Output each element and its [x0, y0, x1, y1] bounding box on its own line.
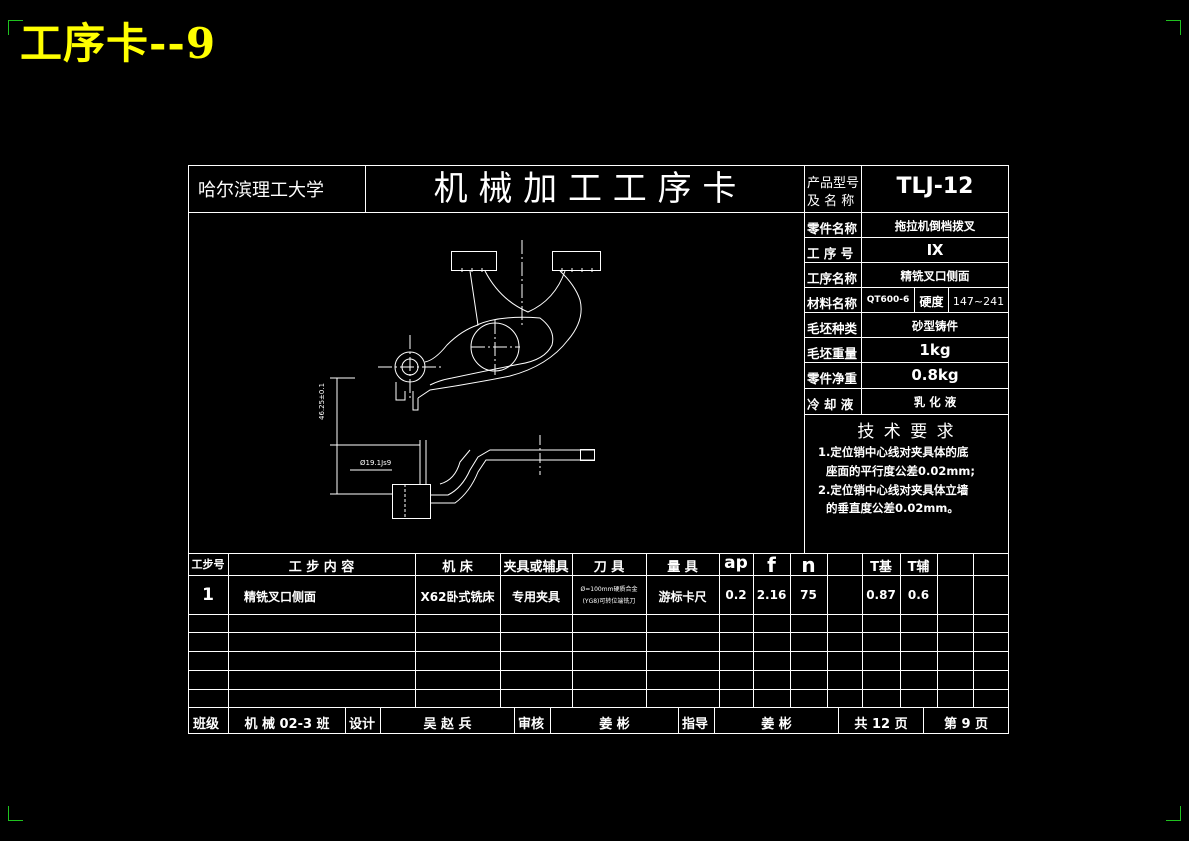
- info-value: 砂型铸件: [912, 319, 958, 333]
- info-label: 工 序 号: [807, 246, 854, 261]
- hardness-value: 147~241: [952, 295, 1005, 308]
- table-header-cell: 机 床: [442, 560, 473, 575]
- corner-mark-bottom-right: [1166, 806, 1181, 821]
- product-label-line1: 产品型号: [807, 176, 860, 191]
- tool-description: Ø=100mm硬质合金: [580, 586, 638, 593]
- footer-page-number: 第 9 页: [943, 717, 989, 732]
- dimension-vertical: 46.25±0.1: [318, 382, 326, 420]
- corner-mark-bottom-left: [8, 806, 23, 821]
- table-header-cell: ap: [724, 553, 748, 573]
- dimension-diameter: Ø19.1Js9: [360, 459, 392, 467]
- info-value: 0.8kg: [911, 366, 959, 384]
- info-label: 零件名称: [807, 221, 858, 236]
- footer-design-value: 吴 赵 兵: [423, 717, 472, 732]
- table-header-cell: 工 步 内 容: [288, 560, 355, 575]
- hardness-label: 硬度: [919, 295, 944, 309]
- footer-total-pages: 共 12 页: [854, 717, 908, 732]
- table-header-cell: T基: [870, 560, 892, 575]
- info-value: 精铣叉口侧面: [900, 269, 970, 283]
- school-name: 哈尔滨理工大学: [198, 180, 324, 201]
- table-row-cell: 1: [202, 585, 214, 605]
- info-value: 1kg: [919, 341, 951, 359]
- info-label: 毛坯重量: [807, 346, 858, 361]
- corner-mark-top-left: [8, 20, 23, 35]
- table-row-cell: 专用夹具: [511, 590, 560, 604]
- footer-guide-label: 指导: [682, 717, 709, 732]
- info-value: Ⅸ: [926, 241, 944, 259]
- tech-line-3: 2.定位销中心线对夹具体立墙: [818, 483, 969, 497]
- info-label: 零件净重: [807, 371, 858, 386]
- table-row-cell: 0.2: [725, 588, 747, 602]
- footer-guide-value: 姜 彬: [761, 717, 792, 732]
- table-row-cell: X62卧式铣床: [420, 590, 495, 604]
- card-title: 机 械 加 工 工 序 卡: [433, 169, 737, 209]
- table-header-cell: 工步号: [191, 558, 225, 571]
- table-header-cell: T辅: [907, 560, 930, 575]
- table-row-cell: 精铣叉口侧面: [244, 590, 317, 604]
- tech-requirements-title: 技 术 要 求: [857, 422, 956, 442]
- table-header-cell: f: [767, 553, 776, 577]
- table-header-cell: 夹具或辅具: [503, 560, 569, 575]
- tech-line-1: 1.定位销中心线对夹具体的底: [818, 445, 969, 459]
- info-value: 拖拉机倒档拨叉: [894, 219, 976, 233]
- table-header-cell: 量 具: [667, 560, 698, 575]
- info-value: QT600-6: [866, 295, 910, 305]
- table-row-cell: 游标卡尺: [658, 590, 707, 604]
- info-label: 工序名称: [807, 271, 858, 286]
- info-value: 乳 化 液: [913, 395, 957, 409]
- info-label: 毛坯种类: [807, 321, 858, 336]
- tech-line-2: 座面的平行度公差0.02mm;: [818, 464, 975, 478]
- corner-mark-top-right: [1166, 20, 1181, 35]
- footer-class-value: 机 械 02-3 班: [244, 717, 330, 732]
- table-header-cell: 刀 具: [593, 560, 625, 575]
- product-model: TLJ-12: [896, 174, 974, 199]
- table-row-cell: 0.87: [866, 588, 896, 602]
- table-row-cell: 0.6: [907, 588, 930, 602]
- info-label: 材料名称: [807, 296, 858, 311]
- table-header-cell: n: [801, 553, 816, 577]
- page-title: 工序卡--9: [20, 19, 217, 68]
- tech-line-4: 的垂直度公差0.02mm。: [818, 501, 959, 515]
- footer-review-label: 审核: [518, 717, 545, 732]
- footer-review-value: 姜 彬: [599, 717, 630, 732]
- info-label: 冷 却 液: [807, 397, 854, 412]
- footer-design-label: 设计: [349, 717, 376, 732]
- tool-description: (YG8)可转位端铣刀: [582, 598, 636, 605]
- footer-class-label: 班级: [193, 717, 220, 732]
- table-row-cell: 2.16: [756, 588, 787, 602]
- product-label-line2: 及 名 称: [807, 194, 855, 209]
- table-row-cell: 75: [800, 588, 817, 602]
